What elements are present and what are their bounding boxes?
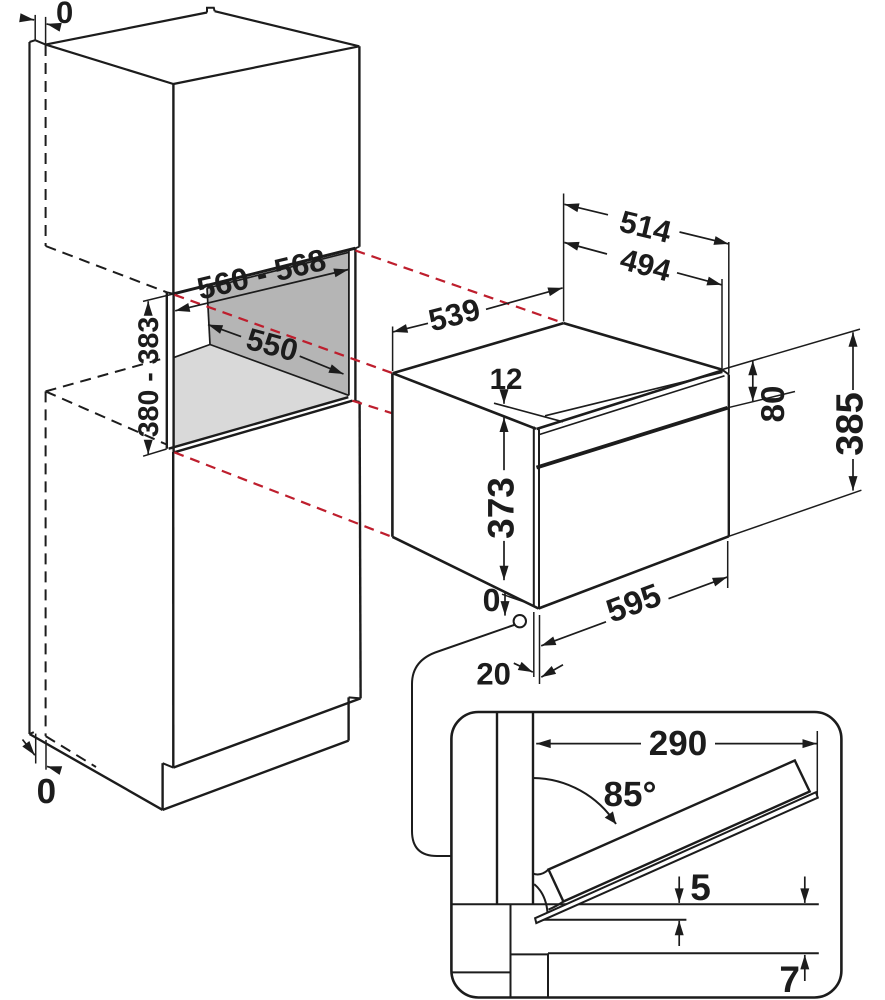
svg-text:290: 290 bbox=[649, 724, 707, 763]
svg-text:0: 0 bbox=[37, 772, 56, 811]
svg-text:20: 20 bbox=[476, 657, 510, 692]
svg-text:80: 80 bbox=[754, 386, 791, 423]
svg-text:12: 12 bbox=[490, 363, 523, 396]
svg-text:85°: 85° bbox=[604, 775, 657, 814]
svg-text:5: 5 bbox=[690, 867, 711, 908]
svg-text:380 - 383: 380 - 383 bbox=[133, 317, 165, 437]
svg-text:385: 385 bbox=[830, 392, 872, 455]
svg-text:0: 0 bbox=[483, 582, 501, 618]
svg-text:373: 373 bbox=[481, 477, 522, 539]
svg-text:7: 7 bbox=[779, 959, 800, 1000]
svg-text:0: 0 bbox=[56, 0, 73, 30]
